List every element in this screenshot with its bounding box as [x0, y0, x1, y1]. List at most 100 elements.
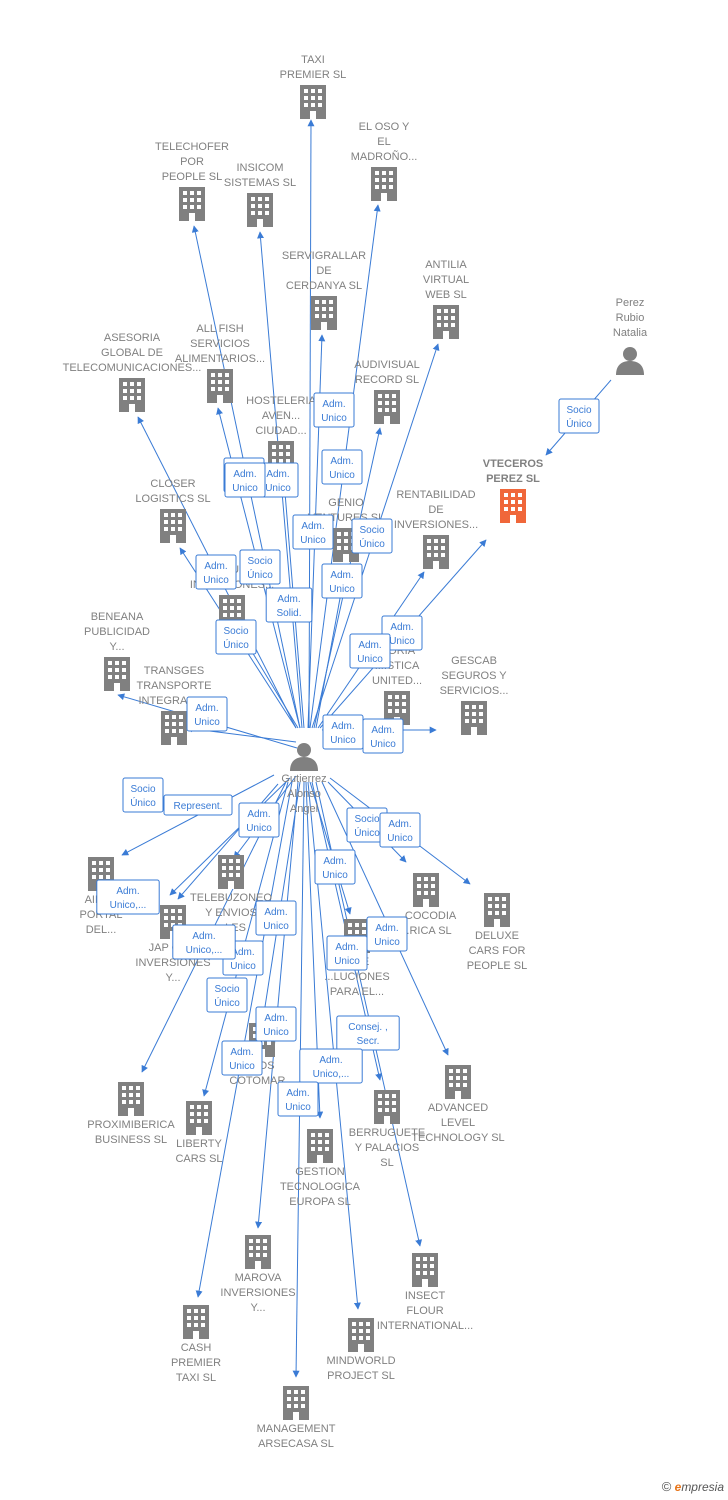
relation-label[interactable]: Adm.Unico — [277, 1081, 319, 1117]
relation-label[interactable]: Adm.Unico — [321, 563, 363, 599]
relation-label[interactable]: Represent. — [163, 794, 233, 816]
node-label-line: PEOPLE SL — [467, 960, 528, 972]
relation-label-line: Socio — [566, 405, 591, 416]
relation-label[interactable]: Adm.Unico — [195, 554, 237, 590]
node-label-line: MINDWORLD — [326, 1355, 395, 1367]
relation-label-line: Unico — [329, 584, 355, 595]
relation-label[interactable]: Adm.Unico — [257, 462, 299, 498]
node-label-line: GENIO — [328, 497, 364, 509]
node-oso[interactable]: EL OSO YELMADROÑO... — [351, 121, 418, 201]
node-cocodia[interactable]: ...COCODIA...RICA SL — [396, 873, 457, 937]
building-icon — [160, 509, 186, 543]
relation-label[interactable]: Adm.Unico — [321, 449, 363, 485]
relation-label-line: Represent. — [174, 801, 223, 812]
node-allfish[interactable]: ALL FISHSERVICIOSALIMENTARIOS... — [175, 323, 265, 403]
node-label-line: Perez — [616, 297, 645, 309]
relation-label[interactable]: Consej. ,Secr. — [336, 1015, 400, 1051]
edge-p_center-cash — [195, 781, 293, 1298]
node-label-line: AUDIVISUAL — [354, 359, 419, 371]
node-label-line: PREMIER — [171, 1357, 221, 1369]
relation-label-line: Único — [359, 537, 385, 550]
node-insect[interactable]: INSECTFLOURINTERNATIONAL... — [377, 1253, 473, 1332]
relation-label[interactable]: Adm.Unico,... — [96, 879, 160, 915]
node-label-line: RECORD SL — [355, 374, 419, 386]
relation-label-line: Adm. — [301, 521, 324, 532]
node-label-line: BUSINESS SL — [95, 1134, 167, 1146]
node-rentabilidad[interactable]: RENTABILIDADDEINVERSIONES... — [394, 489, 478, 569]
relation-label-line: Socio — [354, 814, 379, 825]
building-icon — [374, 390, 400, 424]
node-label-line: INSECT — [405, 1290, 446, 1302]
building-icon — [245, 1235, 271, 1269]
node-audivisual[interactable]: AUDIVISUAL RECORD SL — [354, 359, 420, 424]
building-icon — [461, 701, 487, 735]
relation-label[interactable]: Adm.Unico — [314, 849, 356, 885]
relation-label-line: Adm. — [233, 469, 256, 480]
node-label-line: HOSTELERIA — [246, 395, 316, 407]
relation-label[interactable]: Adm.Unico — [313, 392, 355, 428]
relation-label[interactable]: Adm.Unico — [221, 1040, 263, 1076]
building-icon — [283, 1386, 309, 1420]
relation-label[interactable]: Adm.Unico — [322, 714, 364, 750]
relation-label[interactable]: Adm.Unico — [238, 802, 280, 838]
relation-label[interactable]: Adm.Unico — [326, 935, 368, 971]
node-label-line: PUBLICIDAD — [84, 626, 150, 638]
relation-label[interactable]: Adm.Unico — [379, 812, 421, 848]
node-label-line: ...LUCIONES — [324, 971, 389, 983]
relation-label-line: Unico — [232, 483, 258, 494]
relation-label-line: Adm. — [331, 721, 354, 732]
node-label-line: PREMIER SL — [280, 69, 347, 81]
relation-label[interactable]: Adm.Unico — [292, 514, 334, 550]
relation-label[interactable]: Adm.Unico — [255, 1006, 297, 1042]
relation-label[interactable]: Adm.Unico — [255, 900, 297, 936]
relation-label[interactable]: Adm.Unico,... — [172, 924, 236, 960]
node-label-line: UNITED... — [372, 675, 422, 687]
node-marova[interactable]: MAROVAINVERSIONESY... — [220, 1235, 296, 1314]
relation-label[interactable]: Adm. Unico — [224, 462, 266, 498]
relation-label-line: Unico — [194, 717, 220, 728]
relation-label-line: Único — [566, 417, 592, 430]
relation-label[interactable]: Adm.Unico — [186, 696, 228, 732]
node-beneana[interactable]: BENEANAPUBLICIDADY... — [84, 611, 150, 691]
node-label-line: TAXI SL — [176, 1372, 216, 1384]
node-hosteleria[interactable]: HOSTELERIAAVEN...CIUDAD... — [246, 395, 317, 475]
building-icon — [183, 1305, 209, 1339]
relation-label[interactable]: Adm.Unico — [362, 718, 404, 754]
relation-label[interactable]: Adm.Solid. — [265, 587, 313, 623]
relation-label-line: Único — [247, 568, 273, 581]
relation-label[interactable]: Adm.Unico — [381, 615, 423, 651]
relation-label[interactable]: Adm.Unico — [349, 633, 391, 669]
building-icon — [207, 369, 233, 403]
relation-label[interactable]: Adm.Unico — [366, 916, 408, 952]
building-icon — [484, 893, 510, 927]
relation-label[interactable]: Adm.Unico,... — [299, 1048, 363, 1084]
